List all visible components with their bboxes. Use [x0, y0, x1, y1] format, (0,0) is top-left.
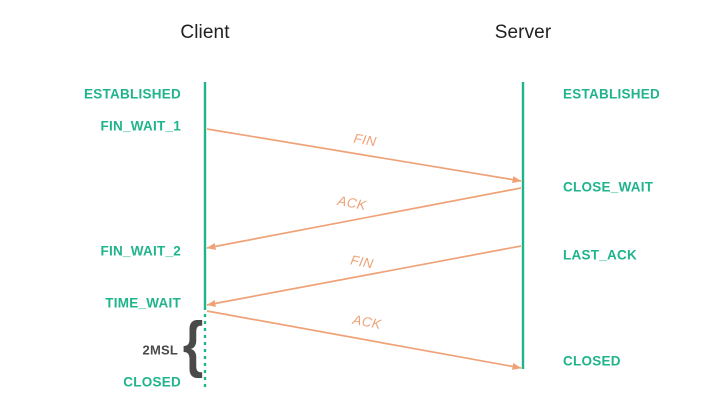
message-arrow-ack-4	[206, 310, 522, 370]
state-client-time-wait: TIME_WAIT	[105, 295, 181, 311]
message-arrows	[206, 128, 522, 370]
state-client-fin-wait-1: FIN_WAIT_1	[100, 118, 181, 134]
actor-title-client: Client	[180, 22, 230, 43]
msl-brace-icon: {	[182, 310, 204, 379]
message-arrow-fin-1	[206, 128, 522, 184]
message-arrow-ack-2	[206, 187, 522, 250]
state-client-established: ESTABLISHED	[83, 86, 181, 102]
msl-duration-label: 2MSL	[142, 342, 178, 358]
state-client-closed: CLOSED	[123, 374, 181, 390]
state-server-closed: CLOSED	[563, 353, 621, 369]
state-client-fin-wait-2: FIN_WAIT_2	[100, 243, 181, 259]
state-server-last-ack: LAST_ACK	[563, 247, 638, 263]
state-server-established: ESTABLISHED	[563, 86, 661, 102]
state-server-close-wait: CLOSE_WAIT	[563, 179, 654, 195]
message-arrow-fin-3	[206, 245, 522, 307]
actor-title-server: Server	[494, 22, 552, 43]
